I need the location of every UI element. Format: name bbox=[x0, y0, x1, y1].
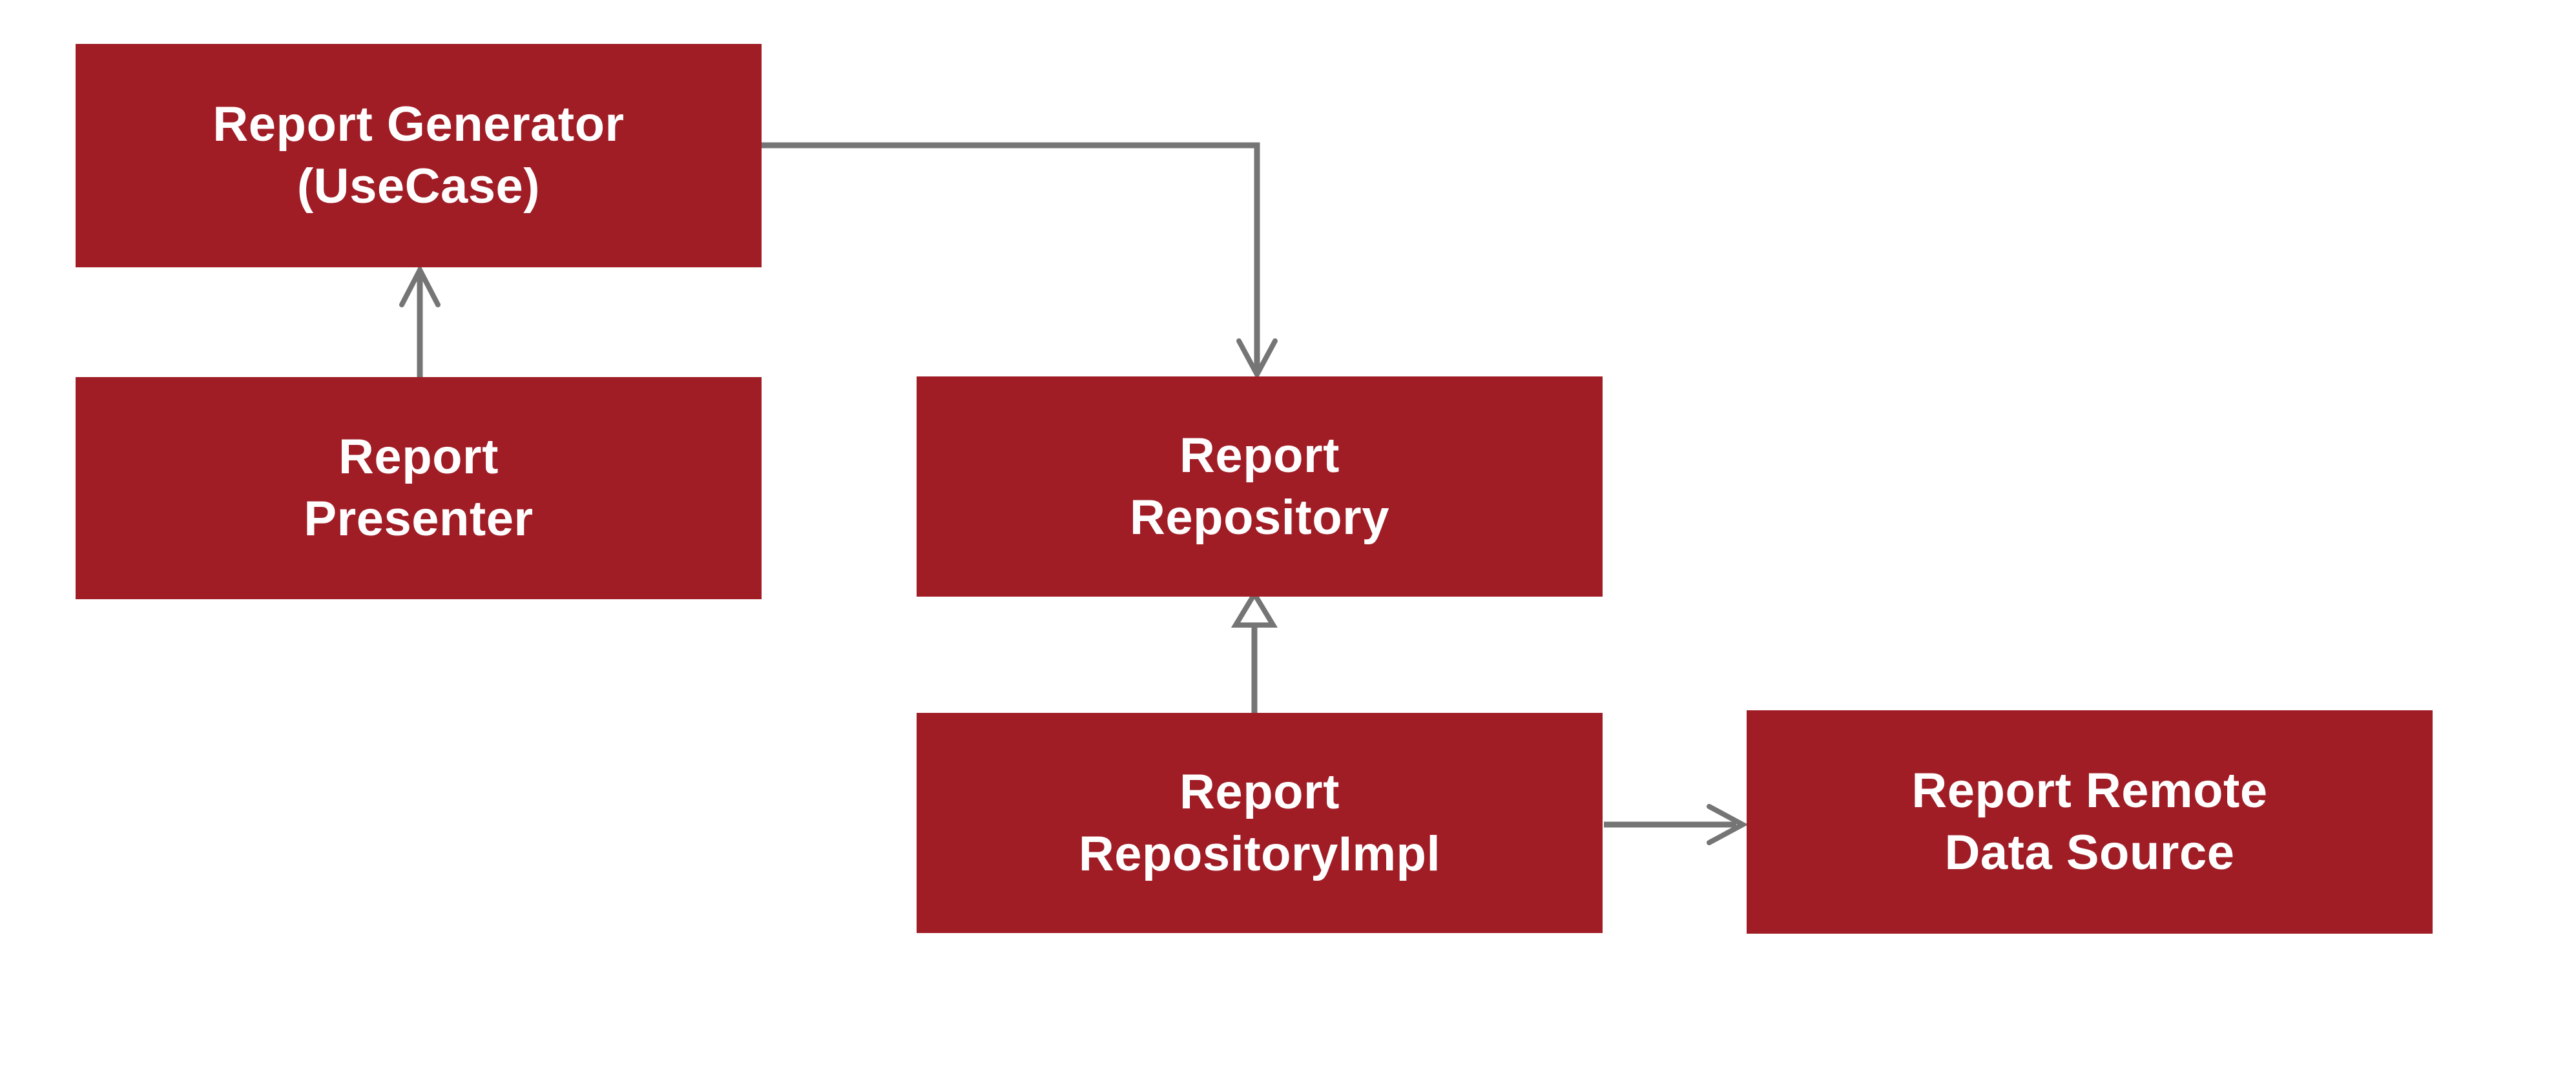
node-report-repository-impl: Report RepositoryImpl bbox=[917, 713, 1603, 933]
node-report-generator-label-line1: Report Generator bbox=[213, 97, 625, 152]
edge-presenter-to-generator bbox=[399, 264, 441, 377]
edge-repositoryimpl-to-repository bbox=[1231, 589, 1278, 713]
node-report-generator: Report Generator (UseCase) bbox=[76, 44, 762, 267]
node-report-repository-label-line2: Repository bbox=[1130, 489, 1389, 545]
node-report-repository-label-line1: Report bbox=[1179, 427, 1340, 483]
edge-repositoryimpl-to-remotedatasource bbox=[1604, 804, 1749, 845]
node-report-remote-data-source-label-line2: Data Source bbox=[1944, 825, 2235, 880]
node-report-presenter: Report Presenter bbox=[76, 377, 762, 599]
node-report-repository-impl-label-line2: RepositoryImpl bbox=[1078, 826, 1441, 881]
node-report-generator-label-line2: (UseCase) bbox=[296, 159, 541, 214]
node-report-presenter-label-line1: Report bbox=[338, 429, 499, 485]
edge-generator-to-repository bbox=[762, 142, 1278, 380]
node-report-repository-impl-label-line1: Report bbox=[1179, 764, 1340, 819]
node-report-presenter-label-line2: Presenter bbox=[304, 491, 534, 546]
node-report-repository: Report Repository bbox=[917, 376, 1603, 597]
node-report-remote-data-source: Report Remote Data Source bbox=[1747, 710, 2433, 934]
node-report-remote-data-source-label-line1: Report Remote bbox=[1911, 763, 2268, 819]
